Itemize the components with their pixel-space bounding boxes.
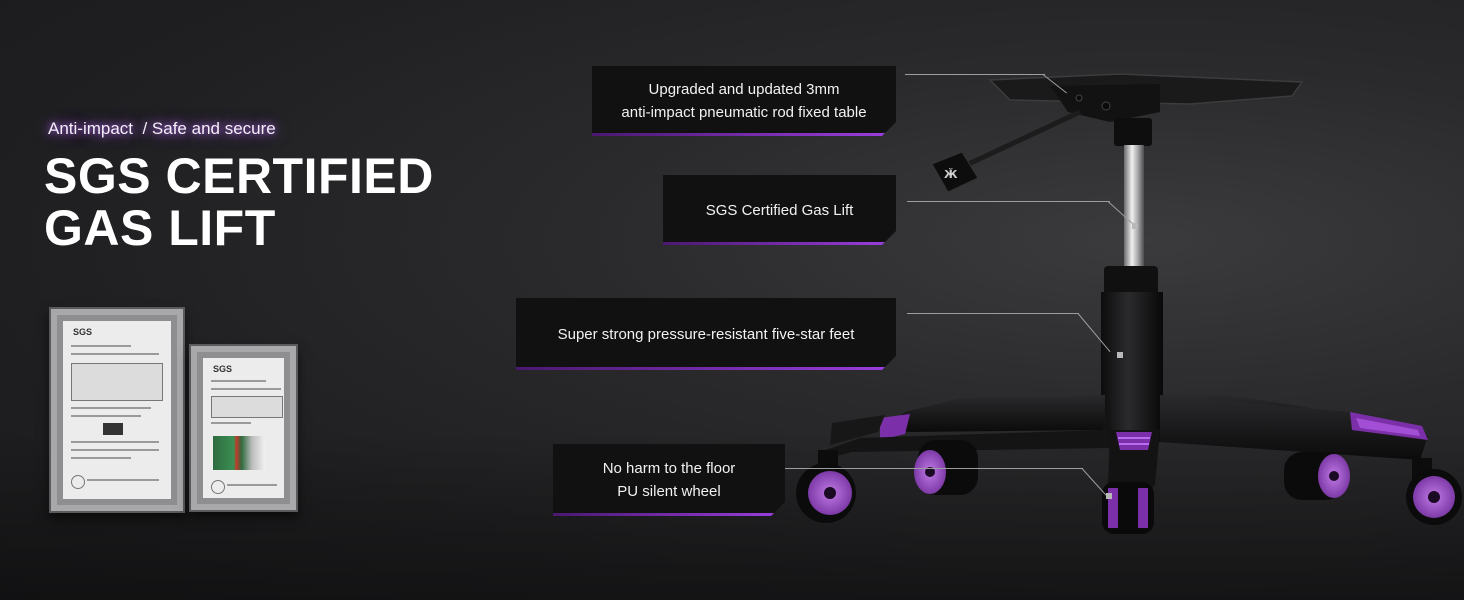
leader-dot bbox=[1117, 352, 1123, 358]
gas-cylinder bbox=[1101, 266, 1163, 442]
leader-line bbox=[907, 313, 1079, 314]
gas-rod bbox=[1124, 145, 1144, 270]
caster-wheel bbox=[1406, 458, 1462, 525]
callout-text: PU silent wheel bbox=[617, 483, 721, 500]
tagline: Anti-impact / Safe and secure bbox=[48, 119, 276, 138]
page-title: SGS CERTIFIED GAS LIFT bbox=[44, 150, 434, 254]
page-title-line-1: SGS CERTIFIED bbox=[44, 148, 434, 204]
five-star-base bbox=[822, 395, 1428, 500]
page-title-line-2: GAS LIFT bbox=[44, 200, 276, 256]
callout-five-star-feet: Super strong pressure-resistant five-sta… bbox=[516, 298, 896, 370]
caster-wheel bbox=[914, 440, 978, 495]
callout-text: anti-impact pneumatic rod fixed table bbox=[621, 104, 867, 121]
callout-text: No harm to the floor bbox=[602, 460, 736, 477]
svg-text:Ӂ: Ӂ bbox=[944, 168, 958, 181]
callout-gas-lift: SGS Certified Gas Lift bbox=[663, 175, 896, 245]
certificate-paper: SGS bbox=[203, 358, 284, 498]
certificate-icon: SGS bbox=[49, 307, 185, 513]
certificate-logo: SGS bbox=[73, 327, 93, 337]
leader-dot bbox=[1106, 493, 1112, 499]
caster-wheel bbox=[1284, 452, 1350, 500]
certificate-logo: SGS bbox=[213, 364, 233, 374]
callout-text: SGS Certified Gas Lift bbox=[705, 201, 854, 219]
caster-wheel bbox=[796, 450, 856, 523]
mechanism-plate: Ӂ bbox=[931, 73, 1304, 193]
callout-mechanism: Upgraded and updated 3mm anti-impact pne… bbox=[592, 66, 896, 136]
callout-text: Upgraded and updated 3mm bbox=[648, 81, 840, 98]
leader-line bbox=[907, 201, 1110, 202]
leader-dot bbox=[1132, 223, 1138, 229]
leader-line bbox=[905, 74, 1045, 75]
caster-wheel bbox=[1102, 482, 1154, 534]
certificate-icon: SGS bbox=[189, 344, 298, 512]
leader-line bbox=[785, 468, 1083, 469]
callout-wheels: No harm to the floor PU silent wheel bbox=[553, 444, 785, 516]
callout-text: Super strong pressure-resistant five-sta… bbox=[557, 325, 855, 343]
certificate-paper: SGS bbox=[63, 321, 171, 499]
